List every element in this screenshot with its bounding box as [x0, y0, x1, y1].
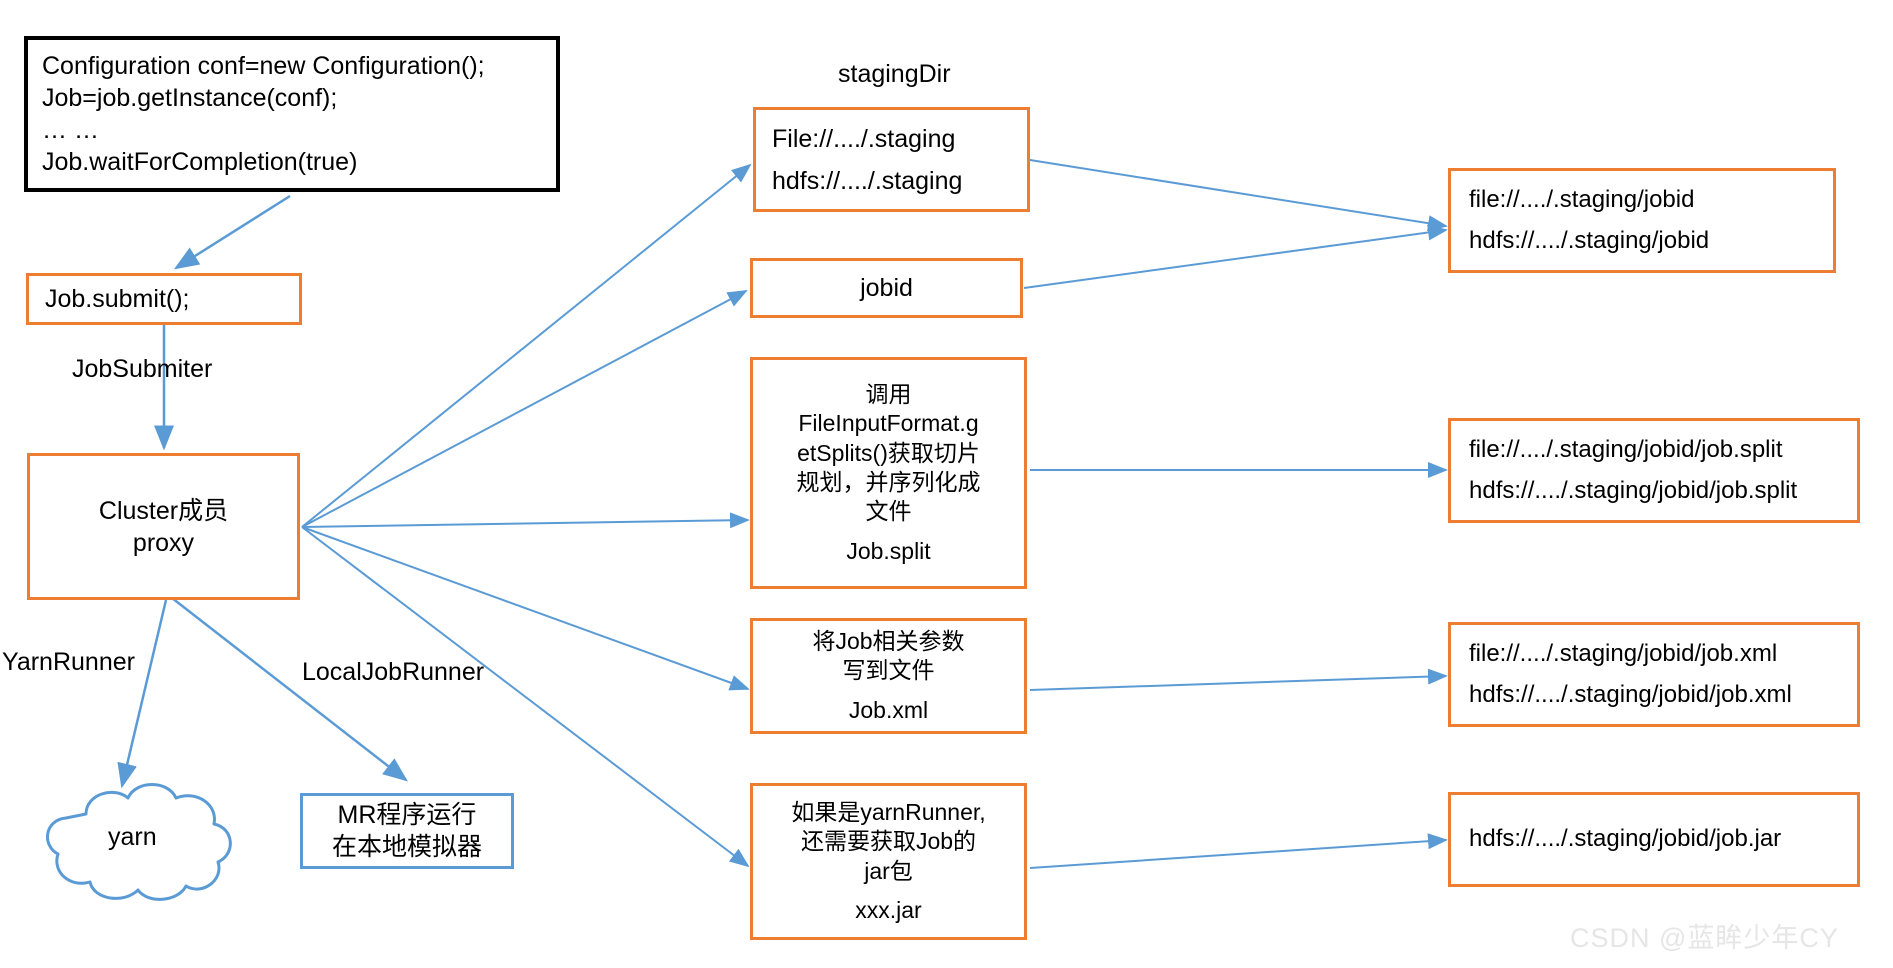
- arrow-cluster-to-staging: [301, 163, 752, 528]
- jar-line-2: 还需要获取Job的: [800, 828, 977, 855]
- job-split-line-1: file://..../.staging/jobid/job.split: [1469, 435, 1783, 463]
- jobid-box: jobid: [750, 258, 1023, 318]
- jobsubmiter-label: JobSubmiter: [72, 355, 213, 383]
- split-line-4: 规划，并序列化成: [796, 469, 981, 495]
- job-submit-box[interactable]: Job.submit();: [26, 273, 302, 325]
- local-mr-box: MR程序运行 在本地模拟器: [300, 793, 514, 869]
- job-jar-box: hdfs://..../.staging/jobid/job.jar: [1448, 792, 1860, 887]
- job-split-line-2: hdfs://..../.staging/jobid/job.split: [1469, 476, 1798, 504]
- arrow-cluster-to-local: [171, 597, 408, 782]
- local-mr-line-2: 在本地模拟器: [331, 833, 482, 861]
- code-line-3: … …: [42, 116, 99, 144]
- split-line-3: etSplits()获取切片: [797, 439, 980, 466]
- cluster-proxy-line-2: proxy: [132, 528, 195, 557]
- job-split-box: file://..../.staging/jobid/job.split hdf…: [1448, 418, 1860, 523]
- arrow-xml-to-jobxml: [1029, 668, 1448, 691]
- jobid-label: jobid: [860, 274, 913, 302]
- staging-line-2: hdfs://..../.staging: [772, 166, 963, 195]
- staging-line-1: File://..../.staging: [772, 124, 956, 153]
- split-line-5: 文件: [865, 498, 912, 525]
- arrow-code-to-submit: [173, 194, 291, 270]
- xml-box: 将Job相关参数 写到文件 Job.xml: [750, 618, 1027, 734]
- local-mr-line-1: MR程序运行: [337, 801, 477, 829]
- jobid-dir-line-1: file://..../.staging/jobid: [1469, 185, 1695, 213]
- job-jar-line-1: hdfs://..../.staging/jobid/job.jar: [1469, 825, 1782, 853]
- yarn-cloud-shape: [46, 783, 232, 901]
- job-submit-label: Job.submit();: [45, 285, 190, 313]
- arrow-jar-to-jobjar: [1029, 833, 1448, 869]
- yarnrunner-label: YarnRunner: [2, 648, 135, 676]
- arrow-staging-to-jobiddir: [1029, 159, 1448, 232]
- code-line-4: Job.waitForCompletion(true): [42, 148, 358, 176]
- arrow-cluster-to-yarn: [117, 599, 168, 789]
- jar-line-1: 如果是yarnRunner,: [791, 798, 986, 825]
- split-line-2: FileInputFormat.g: [798, 410, 979, 437]
- split-line-1: 调用: [865, 380, 912, 407]
- job-xml-line-1: file://..../.staging/jobid/job.xml: [1469, 639, 1778, 667]
- yarn-label: yarn: [108, 823, 157, 851]
- split-box: 调用 FileInputFormat.g etSplits()获取切片 规划，并…: [750, 357, 1027, 589]
- job-xml-line-2: hdfs://..../.staging/jobid/job.xml: [1469, 680, 1792, 708]
- jar-footer: xxx.jar: [855, 896, 922, 923]
- xml-line-2: 写到文件: [842, 657, 935, 684]
- arrow-cluster-to-jobid: [301, 290, 748, 528]
- xml-footer: Job.xml: [848, 696, 929, 723]
- jobid-dir-line-2: hdfs://..../.staging/jobid: [1469, 226, 1710, 254]
- code-line-2: Job=job.getInstance(conf);: [42, 84, 338, 112]
- arrow-jobid-to-jobiddir: [1023, 224, 1448, 289]
- arrow-cluster-to-split: [301, 512, 750, 529]
- jobid-dir-box: file://..../.staging/jobid hdfs://..../.…: [1448, 168, 1836, 273]
- csdn-watermark: CSDN @蓝眸少年CY: [1570, 923, 1839, 953]
- xml-line-1: 将Job相关参数: [812, 627, 965, 654]
- cluster-proxy-box[interactable]: Cluster成员 proxy: [27, 453, 300, 600]
- cluster-proxy-line-1: Cluster成员: [98, 496, 229, 525]
- job-xml-box: file://..../.staging/jobid/job.xml hdfs:…: [1448, 622, 1860, 727]
- localjobrunner-label: LocalJobRunner: [302, 658, 485, 686]
- code-line-1: Configuration conf=new Configuration();: [42, 52, 485, 80]
- staging-box: File://..../.staging hdfs://..../.stagin…: [753, 107, 1030, 212]
- split-footer: Job.split: [846, 537, 931, 564]
- stagingdir-heading: stagingDir: [838, 60, 951, 88]
- jar-line-3: jar包: [864, 857, 913, 884]
- code-box: Configuration conf=new Configuration(); …: [24, 36, 560, 192]
- jar-box: 如果是yarnRunner, 还需要获取Job的 jar包 xxx.jar: [750, 783, 1027, 940]
